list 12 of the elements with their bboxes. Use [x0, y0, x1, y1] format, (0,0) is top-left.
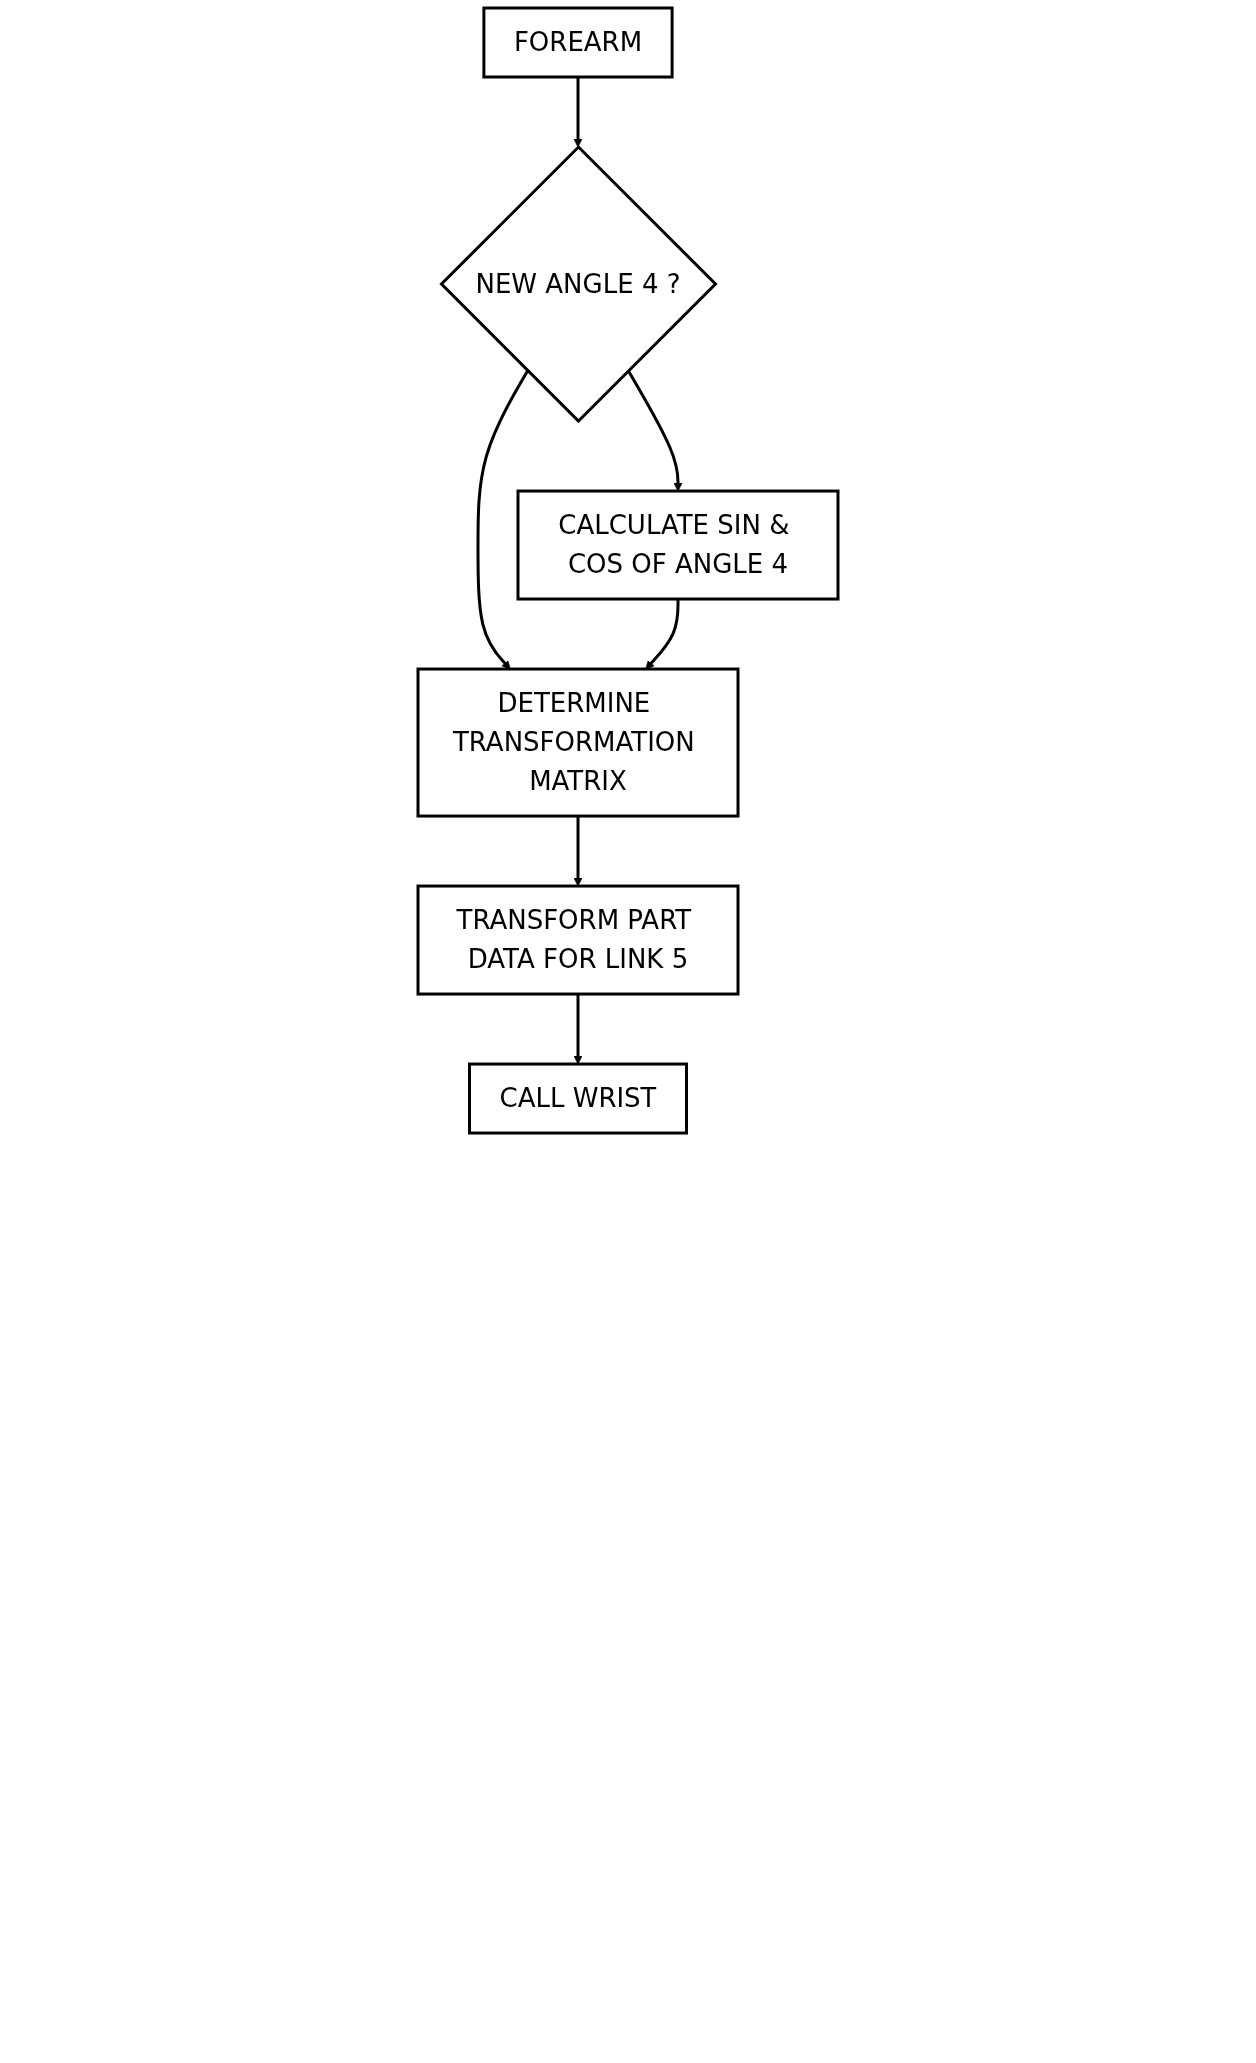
node-box: CALCULATE SIN & COS OF ANGLE 4	[516, 489, 840, 601]
arrow	[573, 994, 583, 1065]
node-box: DETERMINE TRANSFORMATION MATRIX	[416, 667, 740, 818]
arrow	[476, 369, 529, 670]
arrow	[645, 599, 680, 670]
arrow	[627, 369, 683, 492]
node-diamond: NEW ANGLE 4 ?	[439, 144, 718, 424]
node-box: FOREARM	[482, 6, 674, 79]
arrow	[573, 816, 583, 887]
node-box: CALL WRIST	[468, 1062, 688, 1135]
node-box: TRANSFORM PART DATA FOR LINK 5	[416, 884, 740, 996]
arrow	[573, 77, 583, 148]
